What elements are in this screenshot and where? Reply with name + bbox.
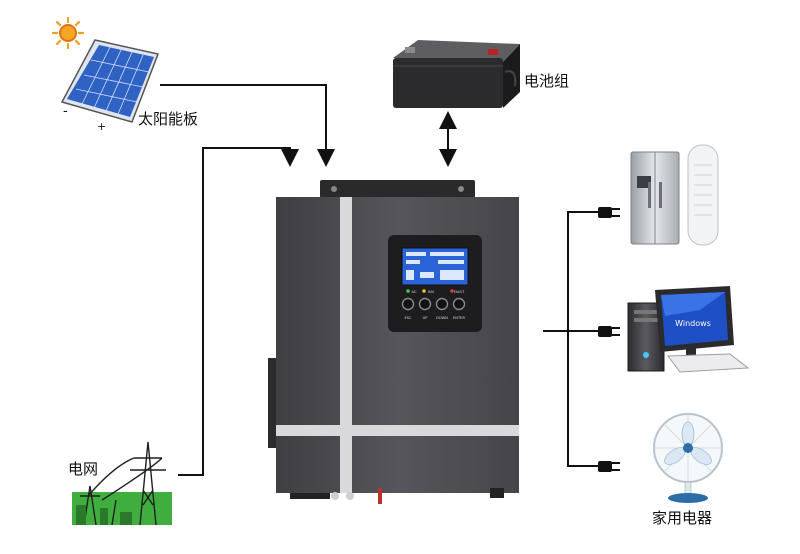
tower-fan-icon bbox=[687, 144, 719, 246]
solar-plus-sign: + bbox=[97, 120, 107, 133]
battery-label: 电池组 bbox=[524, 72, 570, 90]
inverter-stripe bbox=[340, 197, 352, 493]
solar-minus-sign: - bbox=[63, 104, 68, 119]
plug-icon bbox=[598, 326, 620, 337]
connection-lines bbox=[160, 84, 598, 476]
inverter-unit bbox=[268, 180, 519, 504]
plug-icons bbox=[598, 207, 620, 472]
down-button-label: DOWN bbox=[436, 316, 448, 320]
up-button[interactable] bbox=[418, 297, 432, 311]
output-bus bbox=[567, 211, 598, 467]
inverter-stripe bbox=[276, 425, 519, 436]
refrigerator-icon bbox=[630, 151, 680, 245]
power-grid-icon bbox=[72, 441, 172, 526]
grid-to-inverter-line bbox=[178, 147, 299, 476]
up-button-label: UP bbox=[423, 316, 429, 320]
ac-indicator-label: AC bbox=[412, 290, 417, 294]
esc-button-label: ESC bbox=[404, 316, 412, 320]
computer-icon: Windows bbox=[627, 286, 750, 373]
sun-icon bbox=[51, 16, 85, 50]
solar-panel-label: 太阳能板 bbox=[138, 110, 199, 128]
solar-panel-icon bbox=[60, 39, 160, 123]
plug-icon bbox=[598, 207, 620, 218]
esc-button[interactable] bbox=[401, 297, 415, 311]
solar-to-inverter-line bbox=[160, 84, 335, 167]
plug-icon bbox=[598, 461, 620, 472]
down-button[interactable] bbox=[435, 297, 449, 311]
inv-indicator-label: INV bbox=[428, 290, 435, 294]
enter-button[interactable] bbox=[452, 297, 466, 311]
fault-indicator-label: FAULT bbox=[454, 290, 465, 294]
battery-icon bbox=[393, 40, 520, 108]
windows-logo-text: Windows bbox=[675, 319, 711, 328]
grid-label: 电网 bbox=[68, 460, 99, 478]
enter-button-label: ENTER bbox=[453, 316, 465, 320]
desk-fan-icon bbox=[653, 413, 723, 503]
appliances-label: 家用电器 bbox=[652, 509, 713, 527]
